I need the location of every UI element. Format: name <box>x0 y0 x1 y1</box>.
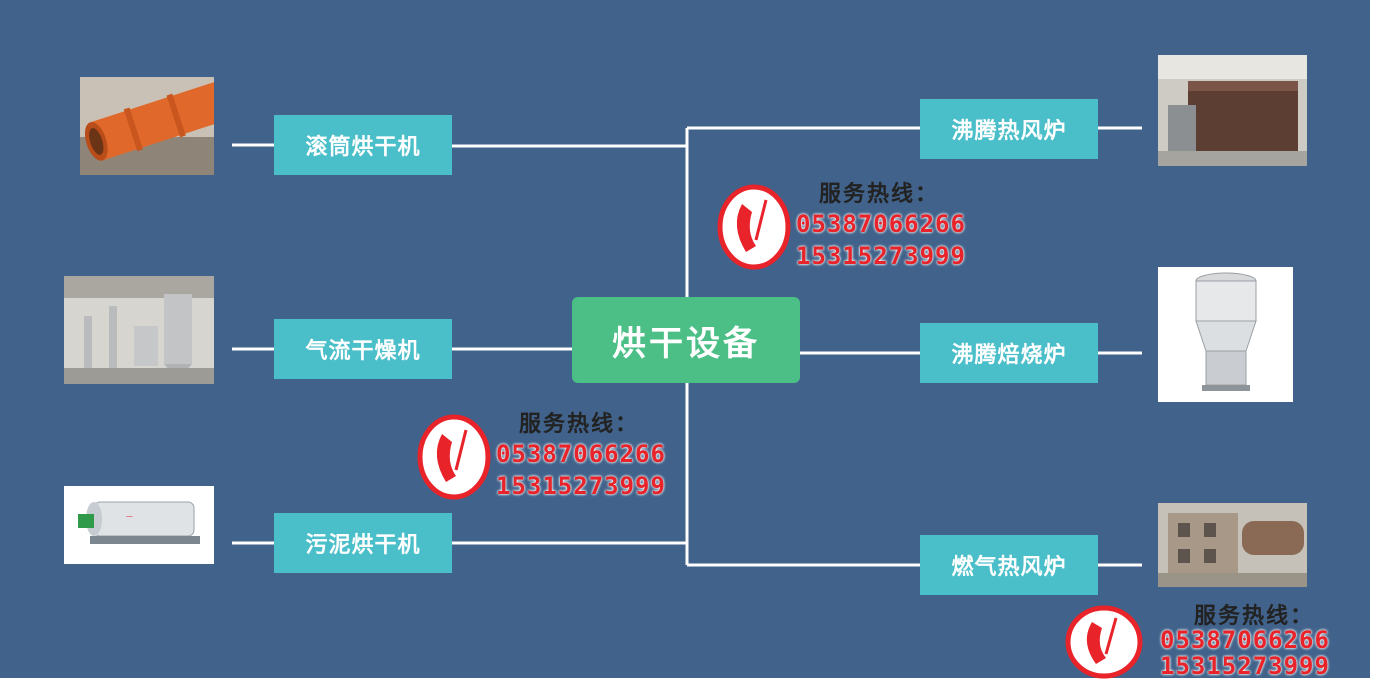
phone-icon <box>417 414 491 500</box>
phone-icon <box>1065 605 1143 679</box>
node-airflow-dryer: 气流干燥机 <box>274 319 452 379</box>
node-rotary-dryer: 滚筒烘干机 <box>274 115 452 175</box>
gas-hot-air-furnace-photo <box>1158 503 1307 587</box>
node-boiling-hot-air-furnace: 沸腾热风炉 <box>920 99 1098 159</box>
hotline-label: 服务热线： <box>819 182 940 207</box>
hotline-phone-2: 15315273999 <box>496 472 666 500</box>
node-boiling-roaster: 沸腾焙烧炉 <box>920 323 1098 383</box>
svg-text:—: — <box>126 512 133 520</box>
hotline-label: 服务热线： <box>519 412 640 437</box>
hotline-phone-2: 15315273999 <box>1160 652 1330 680</box>
hotline-badge-2: 服务热线： 05387066266 15315273999 <box>414 406 684 506</box>
sludge-dryer-photo: — <box>64 486 214 564</box>
node-gas-hot-air-furnace: 燃气热风炉 <box>920 535 1098 595</box>
hotline-badge-1: 服务热线： 05387066266 15315273999 <box>714 176 984 276</box>
hotline-label: 服务热线： <box>1194 604 1315 629</box>
hotline-phone-1: 05387066266 <box>1160 626 1330 654</box>
rotary-dryer-photo <box>80 77 214 175</box>
center-node: 烘干设备 <box>572 297 800 383</box>
node-sludge-dryer: 污泥烘干机 <box>274 513 452 573</box>
boiling-hot-air-furnace-photo <box>1158 55 1307 166</box>
boiling-roaster-photo <box>1158 267 1293 402</box>
phone-icon <box>717 184 791 270</box>
hotline-phone-1: 05387066266 <box>796 210 966 238</box>
hotline-badge-3: 服务热线： 05387066266 15315273999 <box>1062 598 1332 682</box>
airflow-dryer-photo <box>64 276 214 384</box>
hotline-phone-1: 05387066266 <box>496 440 666 468</box>
hotline-phone-2: 15315273999 <box>796 242 966 270</box>
